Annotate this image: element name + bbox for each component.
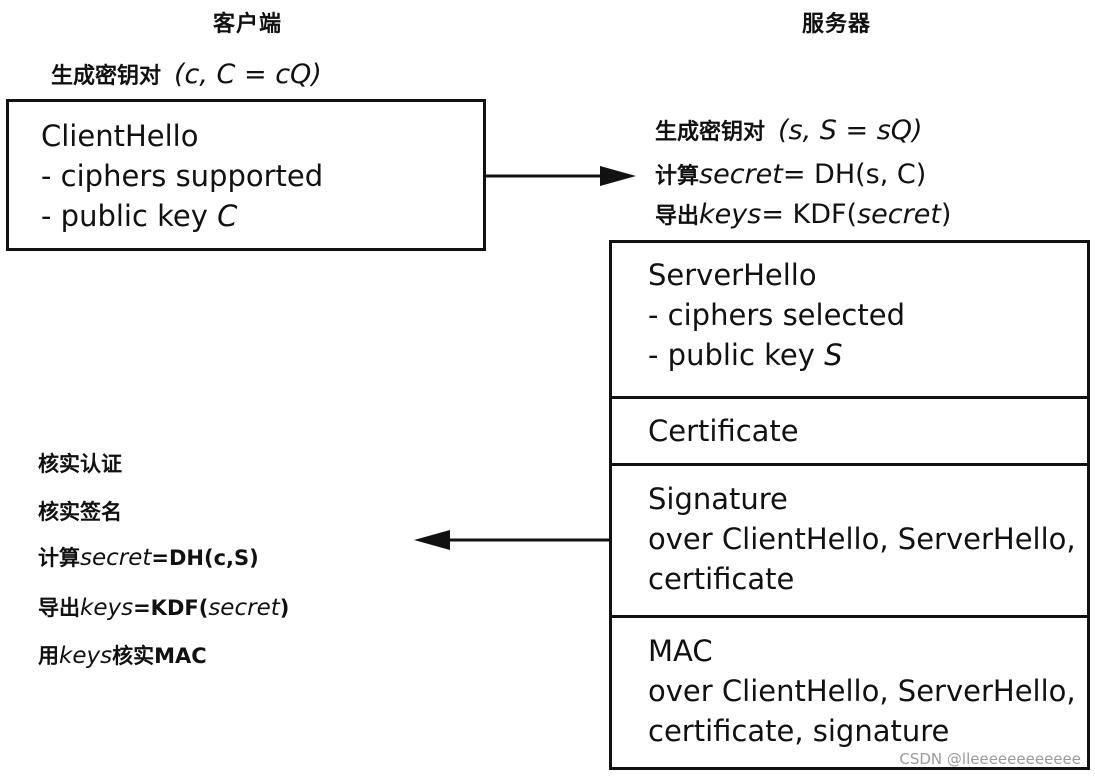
client-compute-var: secret [80,545,152,571]
client-derive-expr: =KDF( [133,596,209,620]
client-verify-mac: 用keys核实MAC [38,640,207,670]
client-hello-ciphers: - ciphers supported [41,159,324,193]
server-hello-title: ServerHello [648,258,817,292]
server-derive-expr: = KDF( [761,199,858,230]
client-derive-label: 导出 [38,596,80,620]
client-derive-arg: secret [208,595,280,621]
server-compute-var: secret [699,159,783,190]
mac-section: MAC over ClientHello, ServerHello, certi… [612,631,1087,751]
server-message-stack: ServerHello - ciphers selected - public … [609,240,1090,770]
server-derive-close: ) [940,199,952,230]
csdn-watermark: CSDN @lleeeeeeeeeeee [899,750,1081,768]
client-verify-signature: 核实签名 [38,500,122,524]
server-to-client-arrow [414,530,609,550]
client-mac-expr: 核实MAC [112,644,207,668]
server-column-title: 服务器 [802,12,872,37]
client-hello-title: ClientHello [41,119,199,153]
client-compute-expr: =DH(c,S) [151,546,259,570]
client-verify-cert: 核实认证 [38,452,122,476]
client-hello-box: ClientHello - ciphers supported - public… [6,99,486,251]
server-derive-arg: secret [857,199,941,230]
client-derive-var: keys [80,595,134,621]
server-hello-ciphers: - ciphers selected [648,298,905,332]
server-hello-pubkey-var: S [824,338,843,372]
client-keygen-formula: (c, C = cQ) [174,59,322,90]
client-mac-var: keys [59,643,113,669]
client-column-title: 客户端 [213,12,283,37]
server-compute-note: 计算secret= DH(s, C) [655,158,926,190]
server-compute-expr: = DH(s, C) [782,159,927,190]
signature-line1: over ClientHello, ServerHello, [648,522,1076,556]
client-compute-label: 计算 [38,546,80,570]
mac-line2: certificate, signature [648,714,950,748]
signature-line2: certificate [648,562,795,596]
server-hello-section: ServerHello - ciphers selected - public … [612,255,1087,375]
signature-section: Signature over ClientHello, ServerHello,… [612,479,1087,599]
certificate-title: Certificate [648,414,799,448]
server-keygen-formula: (s, S = sQ) [778,115,923,146]
mac-line1: over ClientHello, ServerHello, [648,674,1076,708]
divider-2 [612,463,1087,466]
certificate-section: Certificate [612,411,1087,451]
divider-3 [612,615,1087,618]
server-hello-pubkey: - public key S [648,335,1087,375]
client-keygen-label: 生成密钥对 [51,64,162,89]
server-derive-label: 导出 [655,204,700,229]
server-compute-label: 计算 [655,164,700,189]
client-hello-pubkey-var: C [217,199,238,233]
client-hello-pubkey-prefix: - public key [41,199,218,233]
client-to-server-arrow [486,166,636,186]
client-compute-secret: 计算secret=DH(c,S) [38,542,259,572]
client-derive-close: ) [279,596,290,620]
client-mac-label: 用 [38,644,59,668]
server-keygen-label: 生成密钥对 [655,120,766,145]
server-derive-var: keys [699,199,762,230]
client-hello-pubkey: - public key C [41,196,323,236]
client-keygen-note: 生成密钥对 (c, C = cQ) [51,58,322,90]
server-hello-pubkey-prefix: - public key [648,338,825,372]
signature-title: Signature [648,482,788,516]
client-derive-keys: 导出keys=KDF(secret) [38,592,289,622]
server-keygen-note: 生成密钥对 (s, S = sQ) [655,114,923,146]
mac-title: MAC [648,634,713,668]
server-derive-note: 导出keys= KDF(secret) [655,198,951,230]
divider-1 [612,396,1087,399]
